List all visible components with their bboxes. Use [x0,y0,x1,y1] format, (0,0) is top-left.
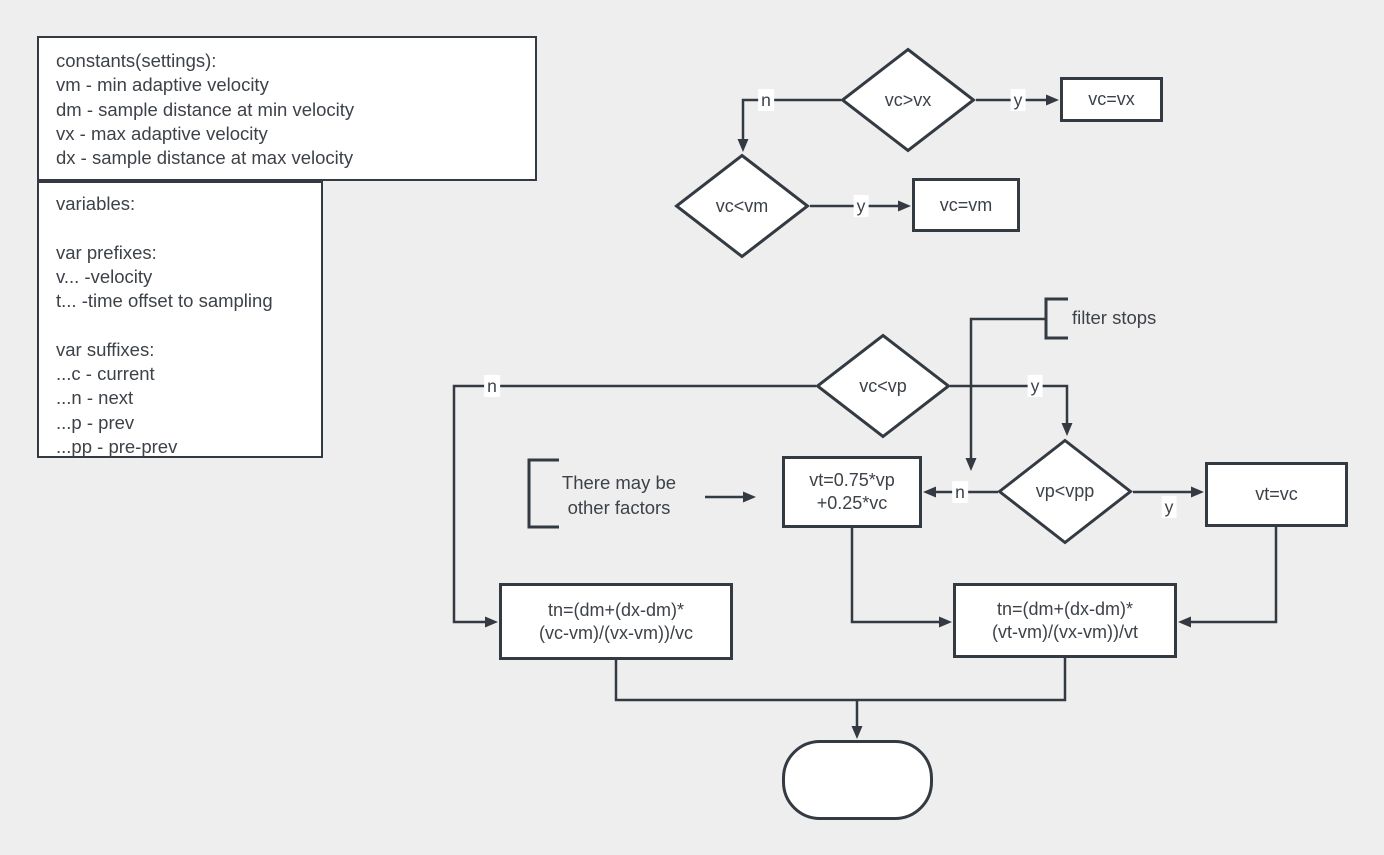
node-label: vp<vpp [1035,481,1095,501]
edge-vc-gt-vx-no [737,98,841,152]
edge-label-y: y [1010,89,1026,111]
edge-vc-lt-vp-no [452,384,816,628]
process-vt-eq-vc[interactable]: vt=vc [1205,462,1348,527]
decision-vp-lt-vpp[interactable]: vp<vpp [997,438,1133,545]
node-label: vt=0.75*vp +0.25*vc [809,470,895,513]
process-tn-from-vc[interactable]: tn=(dm+(dx-dm)* (vc-vm)/(vx-vm))/vc [499,583,733,660]
annotation-other-factors: There may be other factors [561,472,677,518]
process-vc-eq-vx[interactable]: vc=vx [1060,77,1163,122]
edge-label-y: y [1027,375,1043,397]
edge-vc-lt-vp-yes [950,384,1073,436]
edge-label-y: y [1161,496,1177,518]
node-label: vc=vx [1088,89,1135,109]
constants-note[interactable]: constants(settings): vm - min adaptive v… [37,36,537,181]
edge-label-n: n [952,481,968,503]
node-label: tn=(dm+(dx-dm)* (vt-vm)/(vx-vm))/vt [992,598,1138,642]
edge-filter-stops [965,317,1046,471]
variables-note[interactable]: variables: var prefixes: v... -velocity … [37,181,323,458]
process-tn-from-vt[interactable]: tn=(dm+(dx-dm)* (vt-vm)/(vx-vm))/vt [953,583,1177,658]
process-vt-blend[interactable]: vt=0.75*vp +0.25*vc [782,456,922,528]
node-label: vc<vm [715,195,769,216]
node-label: vc=vm [939,194,993,215]
decision-vc-lt-vm[interactable]: vc<vm [674,153,810,259]
diamond-shape [840,47,976,153]
annotation-filter-stops: filter stops [1072,307,1157,328]
node-label: vc<vp [859,375,907,396]
decision-vc-lt-vp[interactable]: vc<vp [815,333,951,439]
diamond-shape [674,153,810,259]
edge-label-y: y [853,195,869,217]
edge-vt-blend-to-tn [850,528,952,628]
diamond-shape [815,333,951,439]
node-label: vt=vc [1255,484,1298,504]
bracket-icon [1044,297,1068,340]
edge-label-n: n [484,375,500,397]
process-vc-eq-vm[interactable]: vc=vm [912,178,1020,232]
edge-label-n: n [758,89,774,111]
node-label: tn=(dm+(dx-dm)* (vc-vm)/(vx-vm))/vc [539,599,693,643]
node-label: vc>vx [884,89,932,110]
diamond-shape [997,438,1133,545]
decision-vc-gt-vx[interactable]: vc>vx [840,47,976,153]
edge-merge-rail [614,658,1067,702]
terminal-end[interactable] [782,740,933,820]
edge-vt-eq-vc-to-tn [1178,527,1278,628]
bracket-icon [527,458,559,529]
